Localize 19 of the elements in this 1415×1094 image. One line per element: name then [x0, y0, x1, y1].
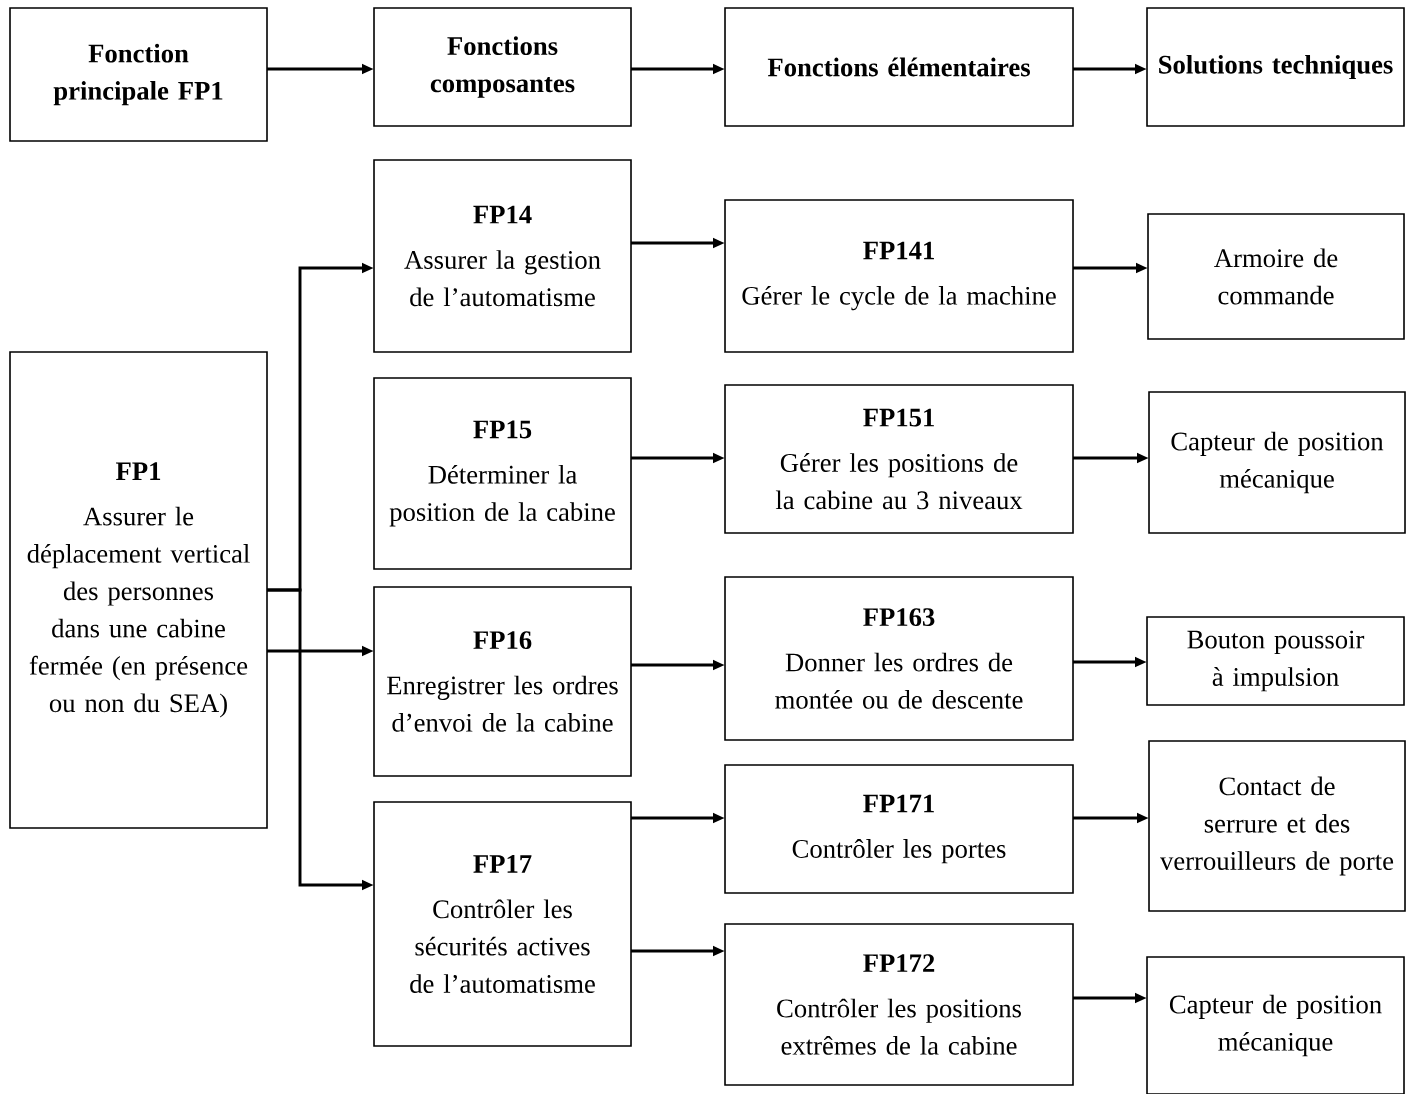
heading-box: Fonctions élémentaires — [724, 7, 1074, 127]
heading-box: Fonctions composantes — [373, 7, 632, 127]
function-box: FP16 Enregistrer les ordres d’envoi de la cabine — [373, 586, 632, 777]
function-box: Armoire de commande — [1147, 213, 1405, 340]
function-box: Bouton poussoir à impulsion — [1146, 616, 1405, 706]
heading-box: Fonction principale FP1 — [9, 7, 268, 142]
function-box: FP141 Gérer le cycle de la machine — [724, 199, 1074, 353]
function-box: FP1 Assurer le déplacement vertical des personnes dans une cabine fermée (en présence ou non du SEA) — [9, 351, 268, 829]
function-box: FP163 Donner les ordres de montée ou de descente — [724, 576, 1074, 741]
function-box: Contact de serrure et des verrouilleurs de porte — [1148, 740, 1406, 912]
function-box: FP172 Contrôler les positions extrêmes de la cabine — [724, 923, 1074, 1086]
function-box: Capteur de position mécanique — [1148, 391, 1406, 534]
heading-box: Solutions techniques — [1146, 7, 1405, 127]
function-box: Capteur de position mécanique — [1146, 956, 1405, 1094]
function-box: FP14 Assurer la gestion de l’automatisme — [373, 159, 632, 353]
function-box: FP15 Déterminer la position de la cabine — [373, 377, 632, 570]
function-box: FP151 Gérer les positions de la cabine au 3 niveaux — [724, 384, 1074, 534]
function-box: FP17 Contrôler les sécurités actives de l’automatisme — [373, 801, 632, 1047]
function-box: FP171 Contrôler les portes — [724, 764, 1074, 894]
